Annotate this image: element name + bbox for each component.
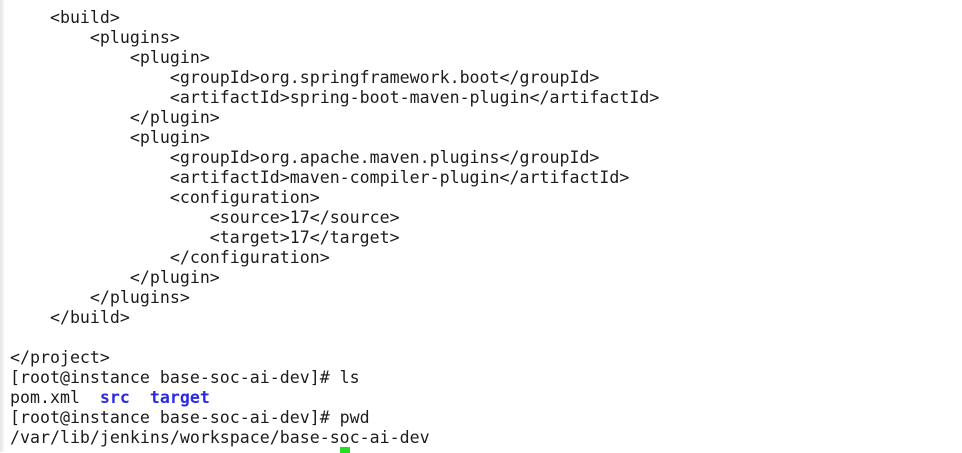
terminal-cursor <box>340 447 350 453</box>
terminal-text: <groupId>org.springframework.boot</group… <box>10 68 600 87</box>
terminal-line: /var/lib/jenkins/workspace/base-soc-ai-d… <box>10 428 659 448</box>
terminal-text: [root@instance base-soc-ai-dev]# pwd <box>10 408 370 427</box>
terminal-line: <groupId>org.springframework.boot</group… <box>10 68 659 88</box>
terminal-text: <target>17</target> <box>10 228 400 247</box>
terminal-line: </project> <box>10 348 659 368</box>
directory-name: src <box>99 388 130 407</box>
terminal-line: <configuration> <box>10 188 659 208</box>
terminal-line: <groupId>org.apache.maven.plugins</group… <box>10 148 659 168</box>
terminal-text: <groupId>org.apache.maven.plugins</group… <box>10 148 600 167</box>
terminal-text: </plugin> <box>10 108 220 127</box>
terminal-text: </configuration> <box>10 248 330 267</box>
terminal-line: <artifactId>spring-boot-maven-plugin</ar… <box>10 88 660 108</box>
terminal-line: </build> <box>10 308 659 328</box>
terminal-text: </build> <box>10 308 130 327</box>
terminal-text: </plugin> <box>10 268 220 287</box>
terminal-text: [root@instance base-soc-ai-dev]# ls <box>10 368 360 387</box>
terminal-text: pom.xml <box>10 388 100 407</box>
terminal-line: </configuration> <box>10 248 659 268</box>
terminal-line: <plugins> <box>10 28 659 48</box>
terminal-text: </plugins> <box>10 288 190 307</box>
terminal-line <box>10 328 659 348</box>
terminal-line: </plugin> <box>10 108 659 128</box>
terminal-text: </project> <box>10 348 110 367</box>
terminal-line: </plugins> <box>10 288 659 308</box>
terminal-line: <artifactId>maven-compiler-plugin</artif… <box>10 168 659 188</box>
terminal-text: <artifactId>maven-compiler-plugin</artif… <box>10 168 630 187</box>
terminal-line: <plugin> <box>10 128 659 148</box>
terminal-line: pom.xml src target <box>10 388 659 408</box>
terminal-text: <plugin> <box>10 128 210 147</box>
terminal-line: <target>17</target> <box>10 228 659 248</box>
terminal-text: <build> <box>10 8 120 27</box>
terminal-text: <source>17</source> <box>10 208 400 227</box>
terminal-text: <artifactId>spring-boot-maven-plugin</ar… <box>10 88 660 107</box>
terminal-line: [root@instance base-soc-ai-dev]# ls <box>10 368 659 388</box>
terminal-text: /var/lib/jenkins/workspace/base-soc-ai-d… <box>10 428 430 447</box>
terminal-line: <source>17</source> <box>10 208 659 228</box>
terminal-text: <plugins> <box>10 28 180 47</box>
terminal-line: </plugin> <box>10 268 659 288</box>
terminal-text: <plugin> <box>10 48 210 67</box>
terminal-line: <build> <box>10 8 659 28</box>
terminal-text: <configuration> <box>10 188 320 207</box>
terminal-line: <plugin> <box>10 48 659 68</box>
directory-name: target <box>149 388 210 407</box>
terminal-text <box>130 388 150 407</box>
window-left-border <box>0 0 4 452</box>
terminal-line: [root@instance base-soc-ai-dev]# pwd <box>10 408 659 428</box>
terminal-output[interactable]: <build> <plugins> <plugin> <groupId>org.… <box>10 8 659 448</box>
